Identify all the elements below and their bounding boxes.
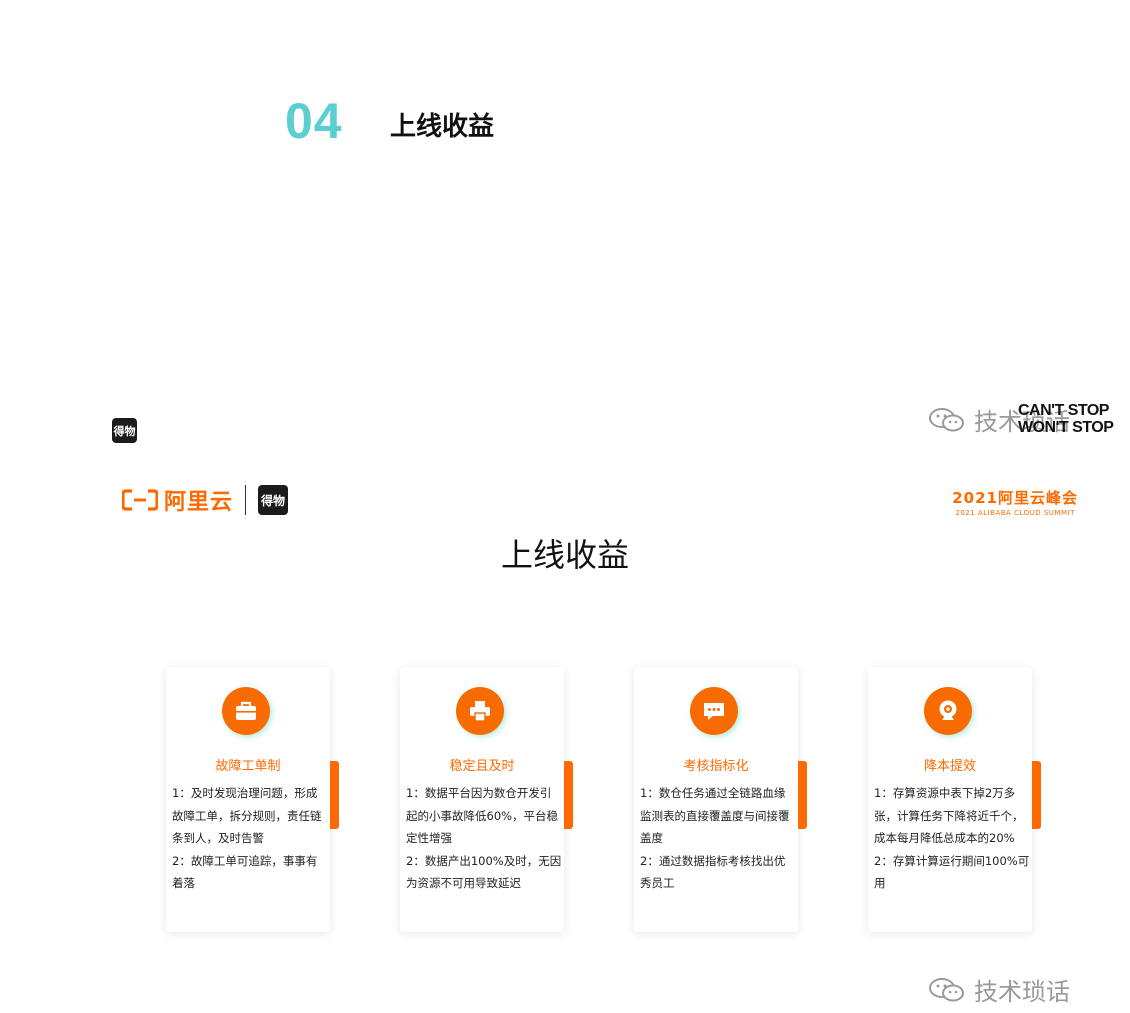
card-tab [330, 761, 339, 829]
slogan-line-1: CAN'T STOP [1018, 402, 1109, 419]
card-title: 故障工单制 [215, 759, 281, 774]
card-icon-circle [456, 687, 504, 735]
card-title: 稳定且及时 [449, 759, 515, 774]
card-cost-reduction: 降本提效 1：存算资源中表下掉2万多张，计算任务下降将近千个，成本每月降低总成本… [868, 667, 1041, 932]
wechat-icon [929, 977, 964, 1001]
aliyun-logo-text: 阿里云 [164, 490, 234, 515]
card-title: 降本提效 [923, 759, 976, 774]
card-icon-circle [924, 687, 972, 735]
logo-row: 阿里云 得物 [122, 484, 289, 516]
card-body: 1：数据平台因为数仓开发引起的小事故降低60%，平台稳定性增强 2：数据产出10… [406, 782, 562, 895]
message-icon [704, 703, 724, 720]
card-icon-circle [222, 687, 270, 735]
card-kpi: 考核指标化 1：数仓任务通过全链路血缘监测表的直接覆盖度与间接覆盖度 2：通过数… [634, 667, 807, 932]
card-body: 1：数仓任务通过全链路血缘监测表的直接覆盖度与间接覆盖度 2：通过数据指标考核找… [640, 782, 796, 895]
card-line: 2：故障工单可追踪，事事有着落 [172, 853, 318, 891]
wechat-icon [929, 407, 964, 431]
briefcase-icon [236, 701, 256, 720]
card-tab [1032, 761, 1041, 829]
summit-subtitle: 2021 ALIBABA CLOUD SUMMIT [955, 509, 1075, 517]
summit-logo: 2021阿里云峰会 2021 ALIBABA CLOUD SUMMIT [952, 487, 1078, 517]
dewu-logo-small: 得物 [112, 418, 137, 443]
card-title: 考核指标化 [683, 759, 749, 774]
card-body: 1：及时发现治理问题，形成故障工单，拆分规则，责任链条到人，及时告警 2：故障工… [172, 782, 328, 895]
card-line: 2：数据产出100%及时，无因为资源不可用导致延迟 [406, 853, 562, 891]
card-line: 1：数据平台因为数仓开发引起的小事故降低60%，平台稳定性增强 [406, 786, 559, 845]
card-body: 1：存算资源中表下掉2万多张，计算任务下降将近千个，成本每月降低总成本的20% … [874, 782, 1030, 895]
card-fault-ticket: 故障工单制 1：及时发现治理问题，形成故障工单，拆分规则，责任链条到人，及时告警… [166, 667, 339, 932]
watermark-bottom: 技术琐话 [928, 972, 1070, 1007]
watermark-text: 技术琐话 [974, 978, 1070, 1006]
card-icon-circle [690, 687, 738, 735]
card-stable-timely: 稳定且及时 1：数据平台因为数仓开发引起的小事故降低60%，平台稳定性增强 2：… [400, 667, 573, 932]
watermark-text: 技术琐话 [974, 408, 1070, 436]
card-line: 2：通过数据指标考核找出优秀员工 [640, 853, 786, 891]
camera-icon [939, 700, 957, 720]
card-tab [564, 761, 573, 829]
slogan-line-2: WON'T STOP [1018, 419, 1114, 436]
slide-title: 上线收益 [500, 536, 629, 574]
summit-title: 2021阿里云峰会 [952, 489, 1078, 507]
card-line: 1：数仓任务通过全链路血缘监测表的直接覆盖度与间接覆盖度 [640, 786, 790, 845]
dewu-logo: 得物 [258, 485, 289, 515]
section-number: 04 [285, 93, 343, 149]
aliyun-logo-icon [122, 489, 158, 511]
card-line: 1：及时发现治理问题，形成故障工单，拆分规则，责任链条到人，及时告警 [172, 786, 322, 845]
logo-separator [245, 485, 247, 515]
cant-stop-logo: CAN'T STOP WON'T STOP [1018, 402, 1114, 436]
watermark-top: 技术琐话 [928, 402, 1070, 437]
section-title: 上线收益 [390, 112, 495, 142]
card-line: 2：存算计算运行期间100%可用 [874, 853, 1030, 891]
printer-icon [470, 701, 490, 722]
card-line: 1：存算资源中表下掉2万多张，计算任务下降将近千个，成本每月降低总成本的20% [874, 786, 1024, 845]
card-tab [798, 761, 807, 829]
